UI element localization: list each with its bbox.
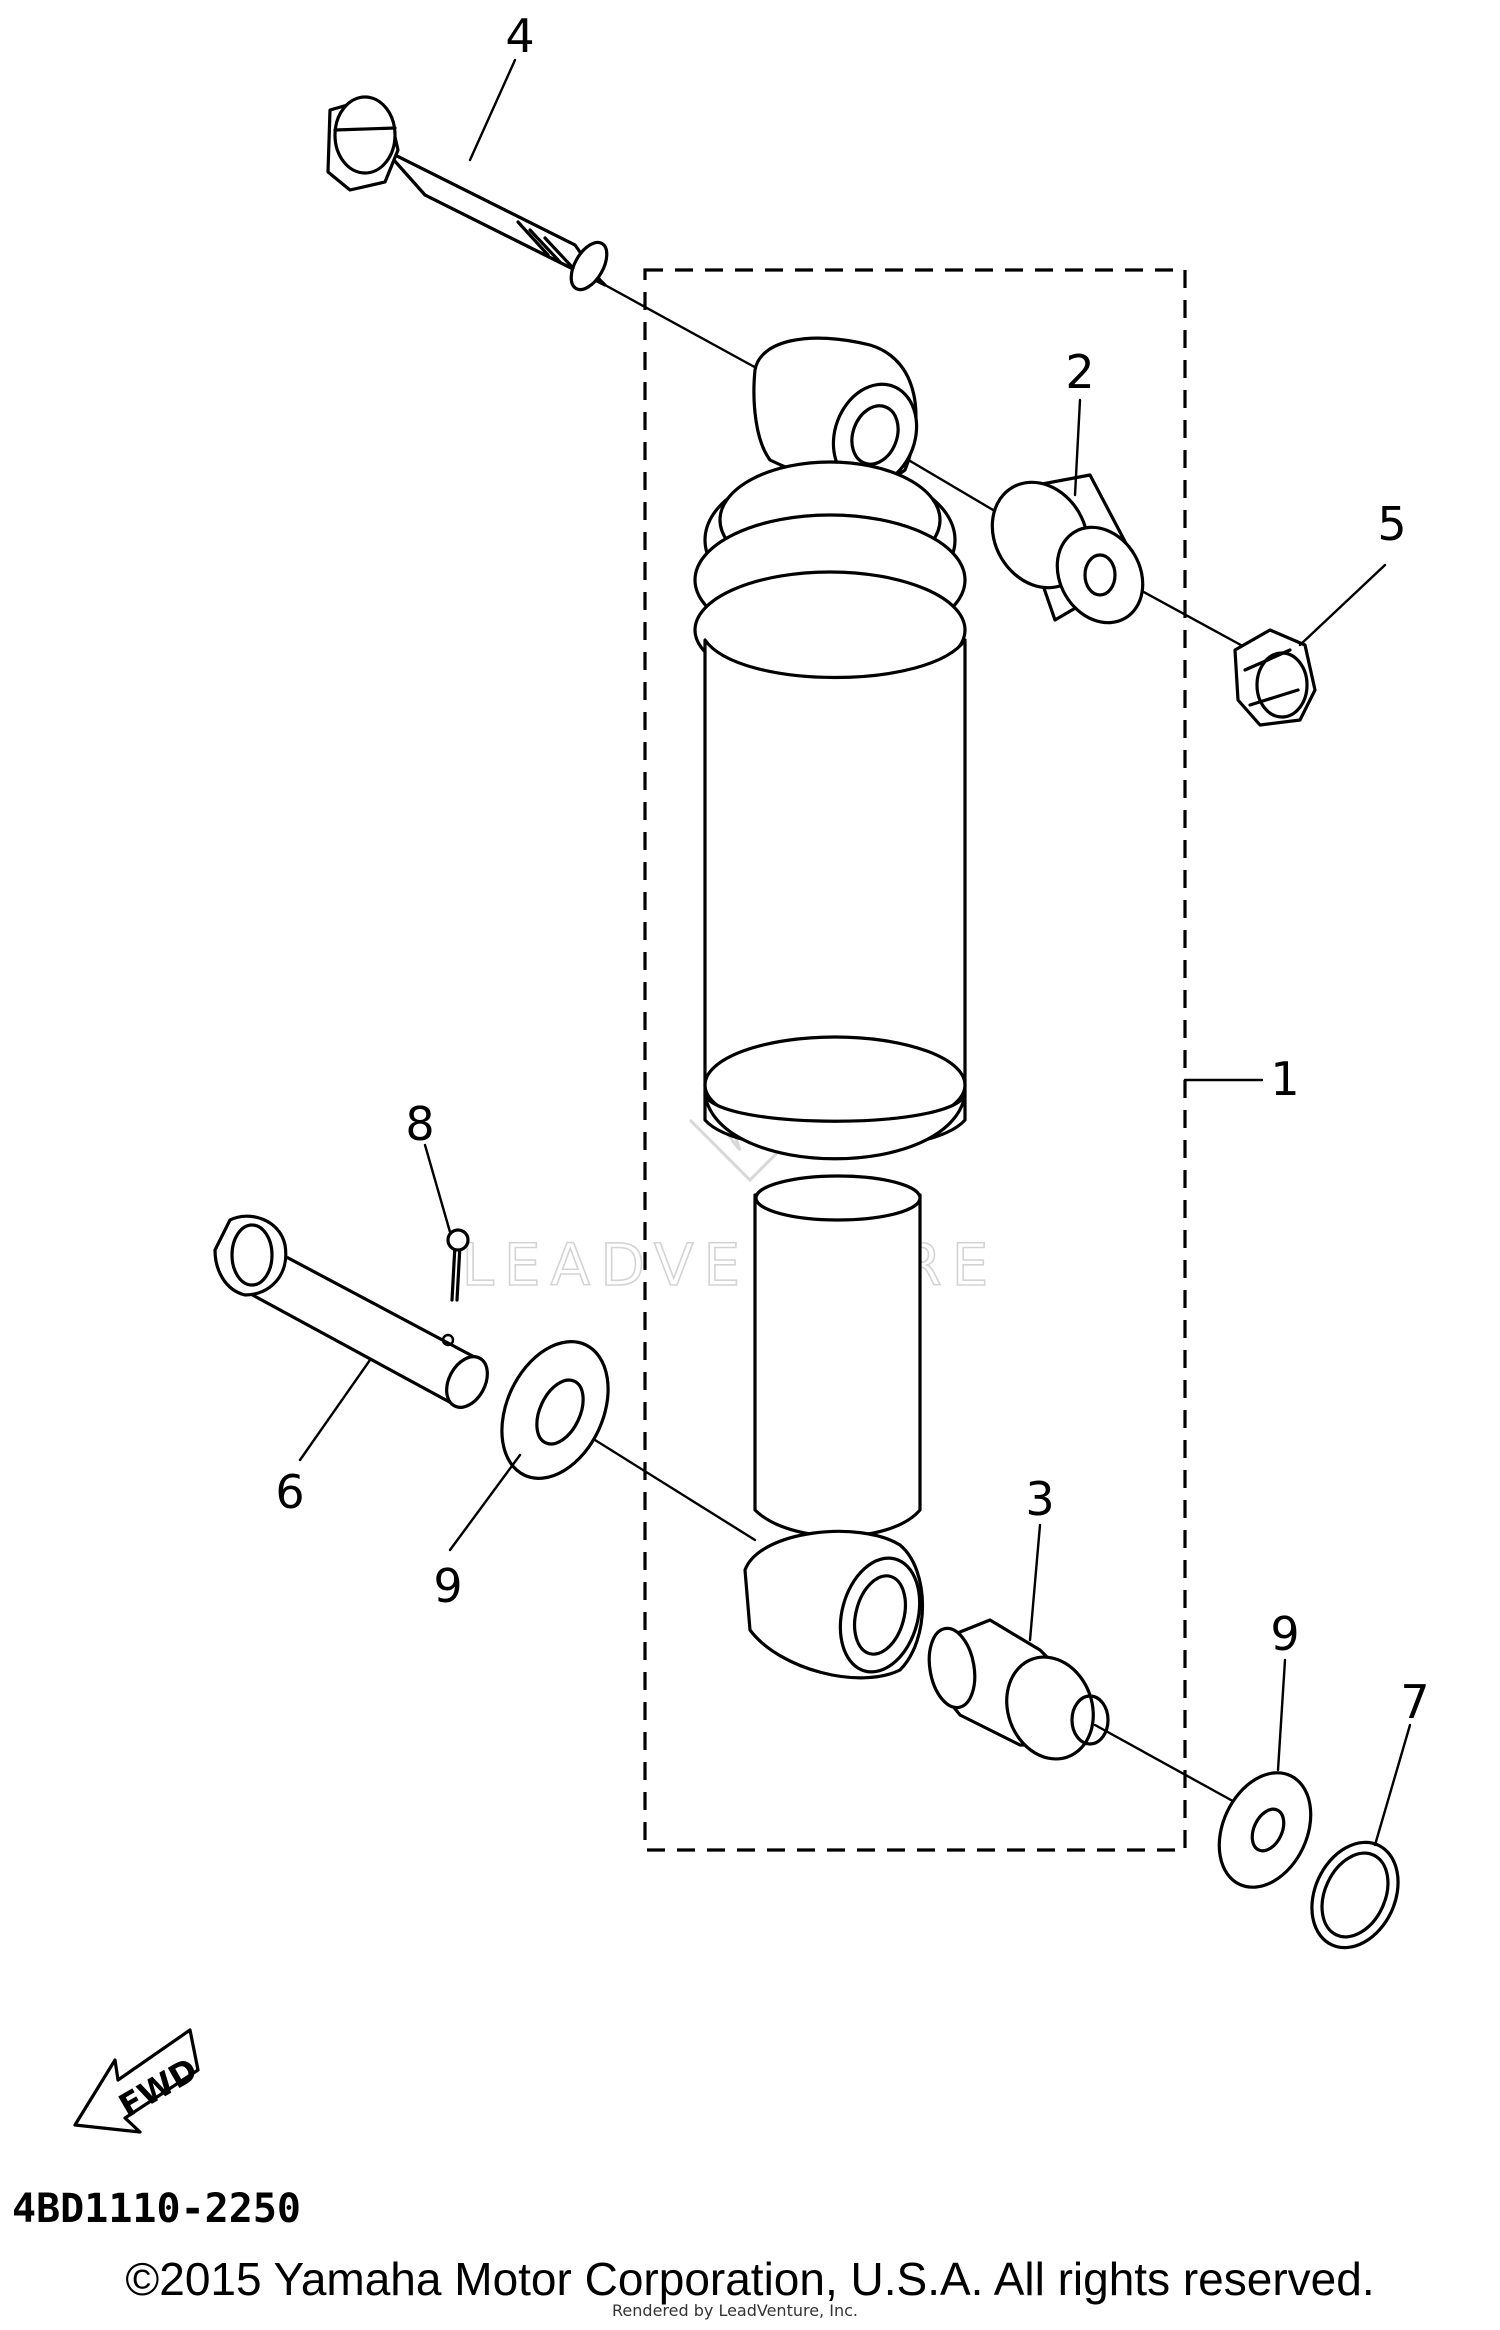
callout-7: 7 — [1400, 1675, 1429, 1729]
callout-leader-8 — [423, 1143, 452, 1234]
bolt-4 — [326, 95, 609, 292]
callout-leader-2 — [1073, 398, 1082, 497]
washer-7 — [1310, 1840, 1400, 1950]
washer-9-left — [500, 1340, 610, 1480]
callout-3: 3 — [1025, 1472, 1054, 1526]
assembly-boundary-box — [643, 268, 1187, 1852]
shock-absorber-1 — [693, 336, 967, 1680]
collar-2 — [990, 473, 1145, 625]
copyright-notice: ©2015 Yamaha Motor Corporation, U.S.A. A… — [125, 2253, 1374, 2305]
callout-1: 1 — [1270, 1052, 1299, 1106]
washer-9-right — [1217, 1771, 1313, 1889]
callout-8: 8 — [405, 1097, 434, 1151]
callout-2: 2 — [1065, 345, 1094, 399]
forward-direction-arrow: FWD — [73, 2028, 204, 2134]
callout-leader-6 — [298, 1358, 372, 1462]
callout-9-left: 9 — [433, 1559, 462, 1613]
collar-3 — [927, 1618, 1110, 1761]
callout-5: 5 — [1377, 497, 1406, 551]
callout-leader-4 — [468, 58, 517, 162]
callout-leader-9b — [1276, 1658, 1287, 1772]
callout-leader-3 — [1028, 1523, 1042, 1642]
leader-collar-2 — [898, 453, 1012, 522]
callout-4: 4 — [505, 9, 534, 63]
callout-6: 6 — [275, 1465, 304, 1519]
callout-9-right: 9 — [1270, 1607, 1299, 1661]
callout-leader-9a — [448, 1453, 522, 1552]
leader-bolt-4 — [603, 283, 762, 372]
rendered-by-notice: Rendered by LeadVenture, Inc. — [612, 2301, 858, 2320]
callout-leader-7 — [1373, 1723, 1412, 1847]
cotter-pin-8 — [446, 1228, 470, 1302]
leader-nut-5 — [1138, 588, 1252, 652]
callout-leader-5 — [1298, 563, 1387, 647]
leader-collar-3 — [1093, 1723, 1242, 1807]
nut-5 — [1233, 628, 1317, 727]
pin-6 — [213, 1214, 489, 1409]
diagram-code: 4BD1110-2250 — [12, 2186, 301, 2232]
